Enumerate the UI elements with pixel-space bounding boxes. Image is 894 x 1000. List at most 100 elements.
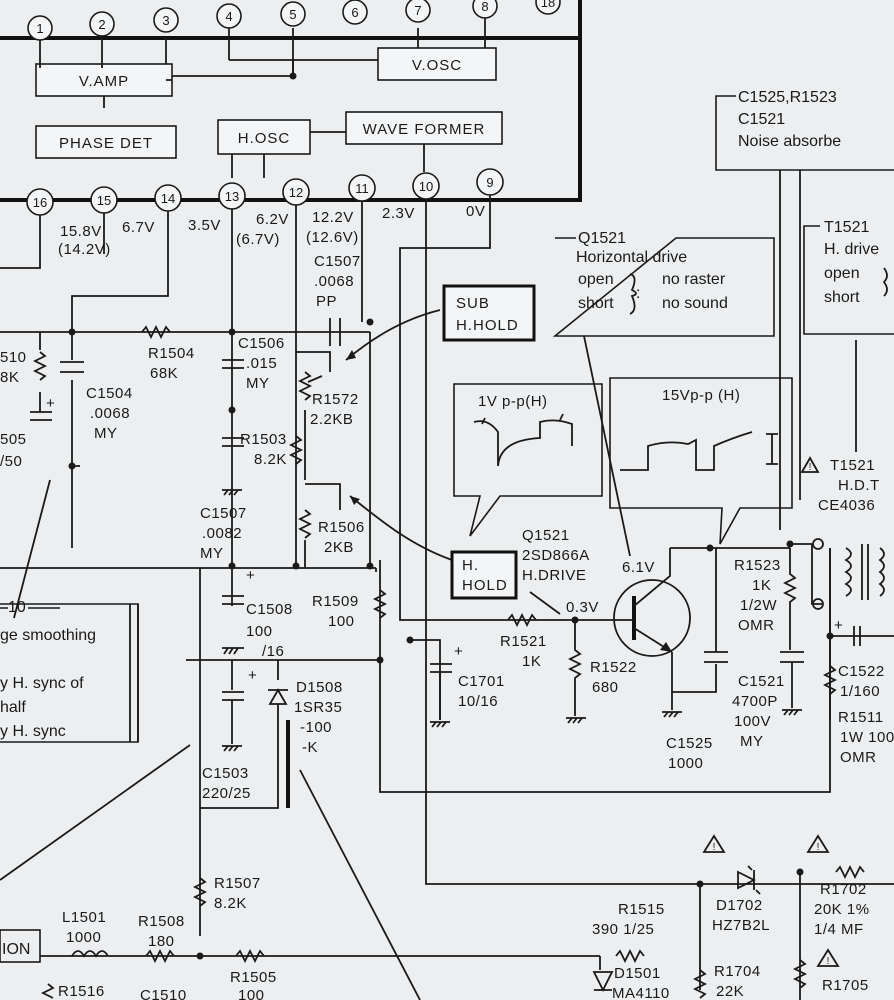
pin-3-label: 3 [162, 13, 169, 28]
lbl-r1572a: R1572 [312, 391, 359, 408]
lbl-c1701a: C1701 [458, 673, 505, 690]
lbl-v61: 6.1V [622, 559, 655, 576]
pin-15-label: 15 [97, 193, 111, 208]
lbl-r1522a: R1522 [590, 659, 637, 676]
lbl-c1503a: C1503 [202, 765, 249, 782]
lbl-r1521a: R1521 [500, 633, 547, 650]
smooth-line3: half [0, 699, 26, 716]
svg-text:!: ! [827, 956, 830, 967]
pin-7: 7 [405, 0, 431, 23]
v-p10: 2.3V [382, 205, 415, 222]
lbl-c1521a: C1521 [738, 673, 785, 690]
lbl-d1501b: MA4110 [612, 985, 670, 1000]
lbl-r1523d: OMR [738, 617, 775, 634]
pin-18-label: 18 [541, 0, 555, 10]
lbl-c1507c: PP [316, 293, 337, 310]
lbl-c1507b: .0068 [314, 273, 354, 290]
hold-line2: HOLD [462, 577, 508, 594]
lbl-r1509b: 100 [328, 613, 355, 630]
pin-1: 1 [27, 15, 53, 41]
v-p12a: 12.2V [312, 209, 354, 226]
resistor-r1506 [297, 483, 341, 568]
resistor-r1509 [372, 589, 388, 619]
lbl-r1515b: 390 1/25 [592, 921, 654, 938]
pin-10: 10 [412, 172, 440, 200]
lbl-c1525b: 1000 [668, 755, 703, 772]
lbl-r1503b: 8.2K [254, 451, 287, 468]
pin-voltages: 15.8V (14.2V) 6.7V 3.5V 6.2V (6.7V) 12.2… [58, 203, 485, 258]
v-p12b: (12.6V) [306, 229, 359, 246]
lbl-r1506b: 2KB [324, 539, 354, 556]
capacitor-c1508 [222, 595, 244, 655]
lbl-c1522b: 1/160 [840, 683, 880, 700]
pin-4-label: 4 [225, 9, 232, 24]
t-short: short [824, 289, 860, 306]
lbl-c1506b: .015 [246, 355, 277, 372]
lbl-r1702b: 20K 1% [814, 901, 870, 918]
block-vamp: V.AMP [35, 63, 173, 97]
vosc-label: V.OSC [412, 57, 462, 74]
sub-hold-line2: H.HOLD [456, 317, 519, 334]
resistor-r1523 [782, 548, 798, 620]
capacitor-c1521 [780, 620, 804, 716]
noise-line2: C1521 [738, 111, 785, 128]
lbl-c1505a: 505 [0, 431, 27, 448]
pin-4: 4 [216, 3, 242, 29]
lbl-r1516: R1516 [58, 983, 105, 1000]
transistor-q1521 [575, 547, 790, 718]
block-phase-det: PHASE DET [35, 125, 177, 159]
pin-8-label: 8 [481, 0, 488, 14]
pin-6-label: 6 [351, 5, 358, 20]
lbl-r1511c: OMR [840, 749, 877, 766]
sub-hold-line1: SUB [456, 295, 490, 312]
q1521-note: Q1521 Horizontal drive open short : no r… [552, 230, 775, 557]
q-line1: Horizontal drive [576, 249, 687, 266]
q-noraster: no raster [662, 271, 726, 288]
lbl-c1522a: C1522 [838, 663, 885, 680]
pin-12: 12 [282, 178, 310, 206]
t1521-note: T1521 H. drive open short [803, 219, 894, 452]
pin-2-label: 2 [98, 17, 105, 32]
pin-14-label: 14 [161, 191, 175, 206]
resistor-r1504 [141, 324, 171, 340]
lbl-c1508a: C1508 [246, 601, 293, 618]
lbl-r1507b: 8.2K [214, 895, 247, 912]
bottom-section: ION [0, 864, 865, 1000]
lbl-r1507a: R1507 [214, 875, 261, 892]
ion-label: ION [2, 941, 30, 958]
lbl-q1521b: 2SD866A [522, 547, 590, 564]
v-p14: 3.5V [188, 217, 221, 234]
q-title: Q1521 [578, 230, 626, 247]
lbl-c1504a: C1504 [86, 385, 133, 402]
noise-line3: Noise absorbe [738, 133, 841, 150]
pin-7-label: 7 [414, 3, 421, 18]
pin-18: 18 [535, 0, 561, 15]
n10-label: 10 [8, 599, 26, 616]
capacitor-c1503 [222, 660, 244, 752]
lbl-c1507lb: .0082 [202, 525, 242, 542]
resistor-r1503 [288, 435, 304, 465]
lbl-c1508b: 100 [246, 623, 273, 640]
smooth-line1: ge smoothing [0, 627, 96, 644]
wave1-label: 1V p-p(H) [478, 393, 548, 410]
noise-absorber-note: C1525,R1523 C1521 Noise absorbe [715, 89, 894, 530]
svg-text:+: + [454, 643, 463, 660]
lbl-c1507a: C1507 [314, 253, 361, 270]
diode-d1508 [200, 660, 290, 809]
lbl-r1704a: R1704 [714, 963, 761, 980]
lbl-d1508a: D1508 [296, 679, 343, 696]
block-hosc: H.OSC [217, 119, 311, 155]
lbl-d1501a: D1501 [614, 965, 661, 982]
pin-14: 14 [154, 184, 182, 212]
lbl-v03: 0.3V [566, 599, 599, 616]
lbl-r1511b: 1W 100 [840, 729, 894, 746]
q-colon: : [636, 285, 640, 302]
hhold-box: H. HOLD [450, 550, 518, 600]
capacitor-c1505 [30, 411, 52, 421]
component-labels: C1507 .0068 PP R1504 68K C1506 .015 MY R… [0, 253, 894, 1000]
t-line1: H. drive [824, 241, 879, 258]
lbl-c1507la: C1507 [200, 505, 247, 522]
lbl-r1504a: R1504 [148, 345, 195, 362]
waveform-box-1: 1V p-p(H) [453, 383, 603, 537]
block-wave-former: WAVE FORMER [345, 111, 503, 145]
